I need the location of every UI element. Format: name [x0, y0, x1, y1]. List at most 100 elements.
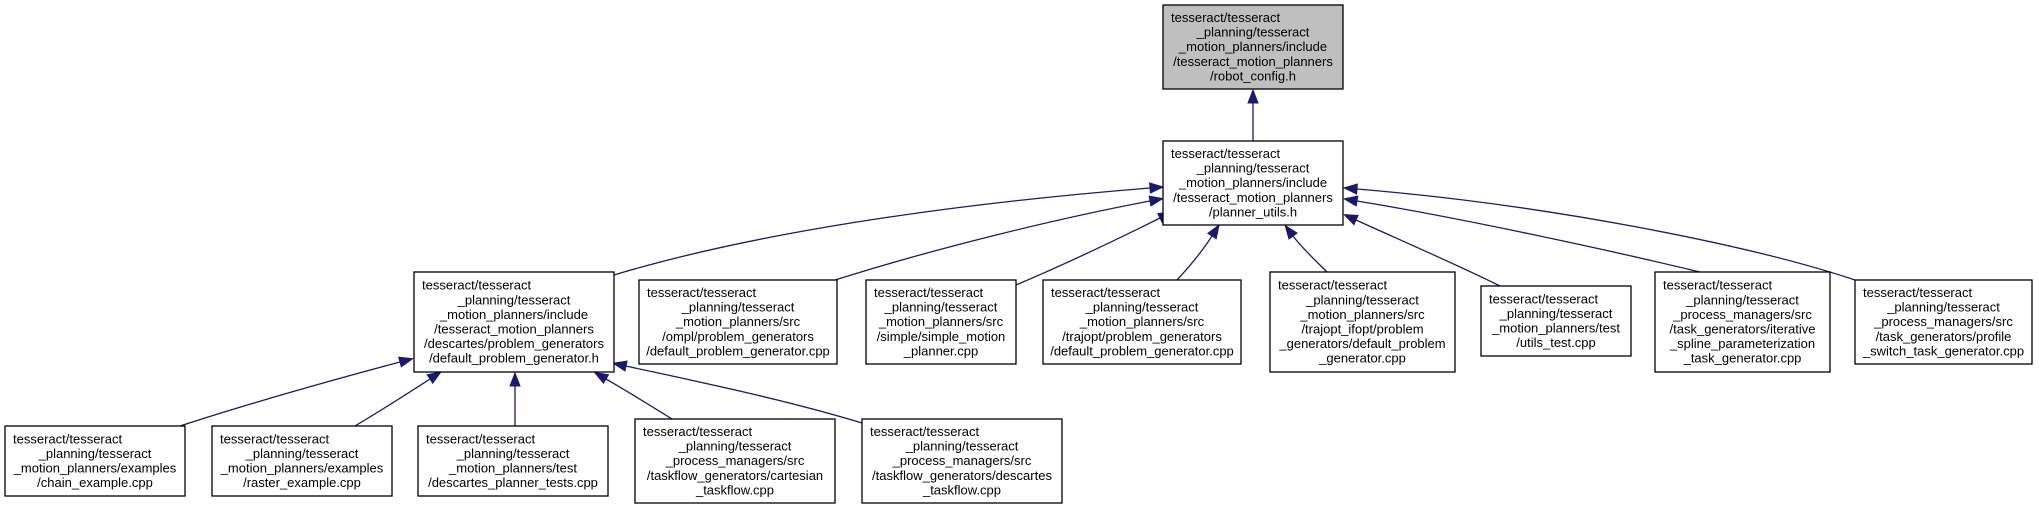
arrowhead-icon [1342, 183, 1358, 195]
node-label-line: _planning/tesseract [681, 300, 795, 315]
node-label-line: /taskflow_generators/descartes [872, 468, 1052, 483]
edge-descartes_planner_tests-to-descartes_default_problem_generator_h [509, 371, 521, 426]
node-label-line: /descartes/problem_generators [424, 336, 604, 351]
node-label-line: tesseract/tesseract [1171, 10, 1280, 25]
node-label-line: _planning/tesseract [245, 446, 359, 461]
edge-trajopt_default_problem_generator-to-planner_utils [1176, 223, 1220, 281]
node-label-line: tesseract/tesseract [874, 285, 983, 300]
node-box [638, 279, 838, 365]
node-box [634, 418, 836, 504]
edge-chain_example-to-descartes_default_problem_generator_h [179, 356, 414, 427]
arrowhead-icon [611, 360, 628, 372]
edge-line [354, 378, 431, 427]
node-label-line: tesseract/tesseract [643, 424, 752, 439]
arrowhead-icon [426, 371, 443, 385]
node-label-line: _motion_planners/src [675, 314, 801, 329]
edge-raster_example-to-descartes_default_problem_generator_h [354, 371, 443, 427]
node-label-line: _motion_planners/include [439, 307, 588, 322]
node-label-line: /trajopt/problem_generators [1062, 329, 1222, 344]
edge-line [834, 200, 1151, 281]
node-label-line: /default_problem_generator.cpp [1050, 343, 1234, 358]
node-chain_example[interactable]: tesseract/tesseract_planning/tesseract_m… [4, 425, 186, 497]
node-label-line: /tesseract_motion_planners [1173, 190, 1333, 205]
arrowhead-icon [509, 371, 521, 387]
node-box [4, 425, 186, 497]
node-label-line: /chain_example.cpp [37, 475, 153, 490]
node-iterative_spline_task_generator[interactable]: tesseract/tesseract_planning/tesseract_p… [1654, 271, 1831, 373]
node-box [865, 279, 1017, 365]
node-label-line: /ompl/problem_generators [662, 329, 814, 344]
arrowhead-icon [1149, 182, 1165, 194]
node-utils_test[interactable]: tesseract/tesseract_planning/tesseract_m… [1480, 285, 1632, 357]
node-label-line: tesseract/tesseract [422, 278, 531, 293]
node-label-line: tesseract/tesseract [1051, 285, 1160, 300]
arrowhead-icon [1284, 224, 1298, 240]
node-descartes_default_problem_generator_h[interactable]: tesseract/tesseract_planning/tesseract_m… [413, 271, 615, 373]
node-label-line: /trajopt_ifopt/problem [1301, 322, 1423, 337]
graph-edges [179, 88, 1856, 427]
node-trajopt_ifopt_default_problem_generator[interactable]: tesseract/tesseract_planning/tesseract_m… [1269, 271, 1456, 373]
node-label-line: tesseract/tesseract [870, 424, 979, 439]
node-box [861, 418, 1063, 504]
node-label-line: tesseract/tesseract [13, 431, 122, 446]
edge-line [625, 365, 863, 424]
arrowhead-icon [1342, 195, 1359, 207]
node-simple_motion_planner[interactable]: tesseract/tesseract_planning/tesseract_m… [865, 279, 1017, 365]
edge-utils_test-to-planner_utils [1342, 214, 1501, 287]
node-label-line: _process_managers/src [1672, 307, 1812, 322]
node-label-line: _planning/tesseract [1085, 300, 1199, 315]
node-label-line: _task_generator.cpp [1683, 351, 1802, 366]
edge-ompl_default_problem_generator-to-planner_utils [834, 195, 1165, 281]
node-ompl_default_problem_generator[interactable]: tesseract/tesseract_planning/tesseract_m… [638, 279, 838, 365]
node-cartesian_taskflow[interactable]: tesseract/tesseract_planning/tesseract_p… [634, 418, 836, 504]
node-label-line: tesseract/tesseract [426, 431, 535, 446]
node-label-line: _motion_planners/include [1178, 175, 1327, 190]
node-label-line: tesseract/tesseract [1489, 291, 1598, 306]
node-box [1162, 140, 1344, 226]
node-descartes_planner_tests[interactable]: tesseract/tesseract_planning/tesseract_m… [417, 425, 609, 497]
node-label-line: _planning/tesseract [457, 292, 571, 307]
edge-descartes_taskflow-to-descartes_default_problem_generator_h [611, 360, 863, 424]
node-descartes_taskflow[interactable]: tesseract/tesseract_planning/tesseract_p… [861, 418, 1063, 504]
node-label-line: /task_generators/profile [1876, 329, 2012, 344]
edge-iterative_spline_task_generator-to-planner_utils [1342, 195, 1701, 273]
node-label-line: /task_generators/iterative [1670, 322, 1816, 337]
node-label-line: _process_managers/src [892, 453, 1032, 468]
node-label-line: tesseract/tesseract [1863, 285, 1972, 300]
node-label-line: /taskflow_generators/cartesian [647, 468, 823, 483]
node-box [1654, 271, 1831, 373]
node-label-line: _planning/tesseract [1196, 161, 1310, 176]
node-raster_example[interactable]: tesseract/tesseract_planning/tesseract_m… [211, 425, 393, 497]
node-label-line: /default_problem_generator.h [429, 351, 599, 366]
arrowhead-icon [1247, 88, 1259, 104]
node-box [413, 271, 615, 373]
arrowhead-icon [593, 371, 610, 385]
edge-line [1015, 217, 1161, 286]
node-label-line: _planning/tesseract [1196, 25, 1310, 40]
node-profile_switch_task_generator[interactable]: tesseract/tesseract_planning/tesseract_p… [1854, 279, 2033, 365]
node-label-line: /utils_test.cpp [1516, 335, 1596, 350]
edge-line [605, 378, 673, 420]
node-box [211, 425, 393, 497]
node-label-line: /tesseract_motion_planners [1173, 54, 1333, 69]
node-label-line: _motion_planners/examples [220, 461, 384, 476]
node-label-line: _motion_planners/src [878, 314, 1004, 329]
node-label-line: /planner_utils.h [1209, 204, 1297, 219]
node-label-line: tesseract/tesseract [1278, 278, 1387, 293]
node-label-line: _motion_planners/src [1079, 314, 1205, 329]
node-label-line: _taskflow.cpp [922, 482, 1001, 497]
node-planner_utils[interactable]: tesseract/tesseract_planning/tesseract_m… [1162, 140, 1344, 226]
node-label-line: _motion_planners/src [1299, 307, 1425, 322]
node-box [417, 425, 609, 497]
node-label-line: _process_managers/src [1873, 314, 2013, 329]
node-box [1162, 4, 1344, 90]
node-label-line: _planning/tesseract [1685, 292, 1799, 307]
node-label-line: _switch_task_generator.cpp [1862, 343, 2024, 358]
node-box [1854, 279, 2033, 365]
edge-line [1356, 188, 1856, 281]
arrowhead-icon [1206, 223, 1220, 240]
node-label-line: /robot_config.h [1210, 68, 1296, 83]
node-trajopt_default_problem_generator[interactable]: tesseract/tesseract_planning/tesseract_m… [1042, 279, 1242, 365]
arrowhead-icon [398, 356, 414, 368]
